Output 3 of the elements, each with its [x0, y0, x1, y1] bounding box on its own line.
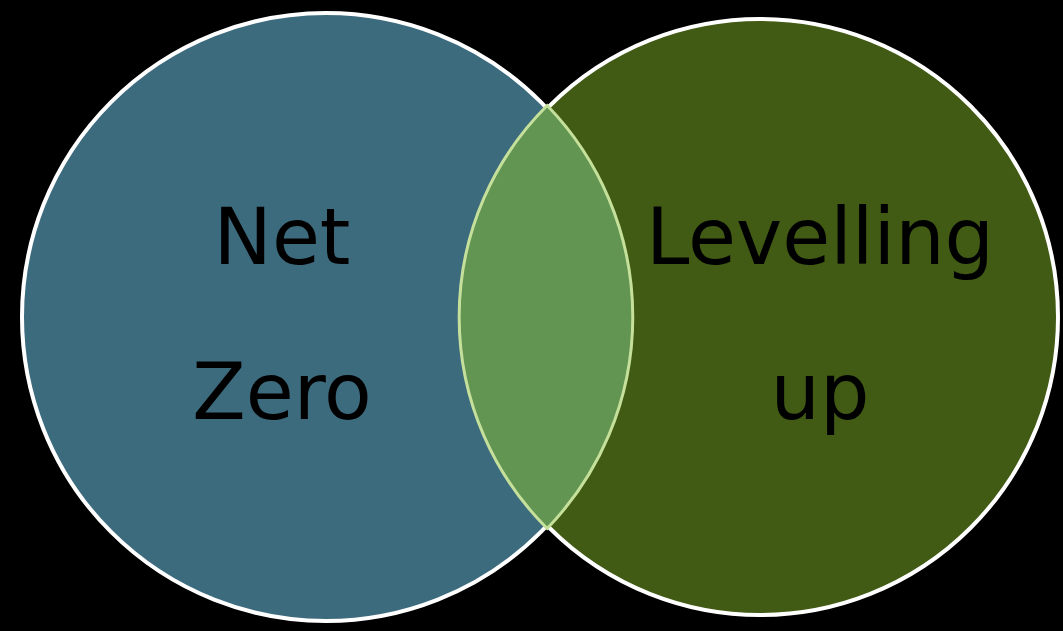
venn-label: Levelling up — [644, 191, 996, 439]
venn-label: Net Zero — [191, 191, 373, 439]
overlap-region — [458, 104, 635, 530]
